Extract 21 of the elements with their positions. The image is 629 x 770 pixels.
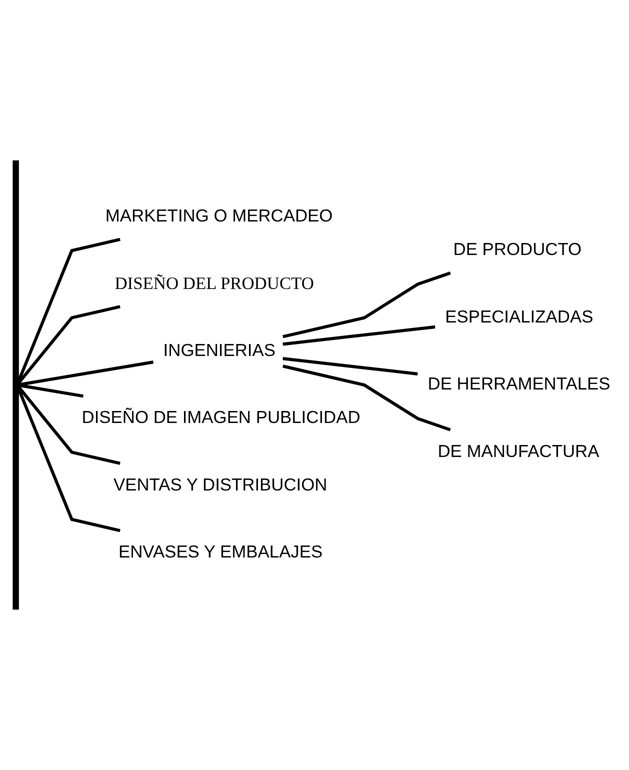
node-text: DISEÑO DE IMAGEN PUBLICIDAD <box>82 407 360 428</box>
connector <box>17 386 120 465</box>
connector <box>16 388 120 532</box>
node-text: VENTAS Y DISTRIBUCION <box>114 474 328 494</box>
connector <box>282 364 451 432</box>
node-text: DE PRODUCTO <box>453 239 582 260</box>
node-text: DE MANUFACTURA <box>438 440 600 461</box>
connector <box>282 325 436 346</box>
node-text: MARKETING O MERCADEO <box>105 206 333 226</box>
connector <box>16 238 120 382</box>
connector <box>17 305 120 384</box>
node-text: DE HERRAMENTALES <box>428 374 610 394</box>
node-text: ENVASES Y EMBALAJES <box>118 542 323 562</box>
node-text: INGENIERIAS <box>163 340 276 360</box>
node-text: DISEÑO DEL PRODUCTO <box>114 272 314 293</box>
connector <box>18 384 84 398</box>
connector <box>282 272 451 338</box>
node-bar <box>12 160 19 610</box>
node-text: ESPECIALIZADAS <box>445 306 594 326</box>
connector <box>18 360 154 386</box>
connector <box>282 357 418 376</box>
